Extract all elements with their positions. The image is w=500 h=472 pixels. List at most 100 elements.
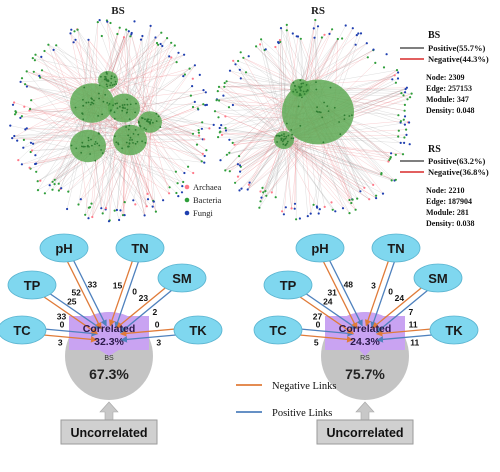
network-edge [216, 100, 284, 141]
network-node [344, 24, 347, 27]
network-node [255, 45, 258, 48]
module-node [338, 121, 340, 123]
network-node [236, 163, 239, 166]
network-edge [154, 118, 202, 162]
stats-rs-module: Module: 281 [426, 208, 469, 217]
network-node [154, 210, 157, 213]
bacteria-legend-label: Bacteria [193, 195, 222, 205]
network-node [403, 141, 406, 144]
negative-count-ph: 52 [71, 288, 81, 298]
network-node [401, 153, 405, 156]
network-node [240, 187, 243, 190]
module-node [150, 119, 153, 121]
network-node [101, 212, 104, 215]
network-node [404, 91, 407, 94]
network-node [146, 198, 150, 201]
network-edge [153, 127, 177, 172]
network-edge [229, 139, 281, 142]
correlated-percent: 32.3% [94, 336, 124, 348]
network-node [212, 123, 215, 126]
network-node [354, 208, 357, 211]
network-node [132, 199, 135, 202]
network-edge [132, 25, 151, 141]
network-node [248, 181, 251, 184]
network-node [145, 205, 148, 208]
module-node [282, 139, 285, 141]
module-node [105, 71, 108, 74]
module-node [296, 91, 298, 94]
network-edge [153, 124, 203, 140]
module-node [94, 141, 97, 143]
module-node [285, 135, 288, 138]
network-node [238, 164, 242, 167]
factor-ph-node [39, 233, 89, 263]
network-node [51, 188, 54, 191]
module-node [298, 94, 301, 97]
network-node [317, 212, 320, 215]
module-node [121, 109, 124, 112]
network-edge [106, 20, 113, 76]
module-node [315, 88, 318, 91]
positive-count-tk: 11 [410, 338, 419, 348]
network-node [232, 59, 235, 62]
module-node [146, 118, 149, 121]
module-node [82, 145, 85, 148]
network-edge [243, 57, 288, 137]
negative-count-tn: 15 [113, 281, 123, 291]
correlated-label: Correlated [83, 323, 136, 335]
network-edge [259, 44, 284, 141]
stats-bs-node: Node: 2309 [426, 73, 464, 82]
network-edge [218, 86, 288, 136]
network-node [238, 155, 241, 158]
network-node [265, 194, 268, 197]
network-node [281, 210, 284, 213]
network-node [224, 169, 227, 172]
network-node [205, 149, 208, 152]
network-node [397, 129, 400, 132]
network-node [31, 142, 35, 145]
factor-tp-node [7, 270, 57, 300]
network-edge [129, 42, 172, 143]
network-node [198, 134, 201, 137]
network-node [29, 150, 32, 154]
network-node [170, 56, 173, 59]
module-node [286, 142, 288, 145]
network-node [318, 208, 321, 211]
network-node [162, 199, 165, 202]
network-edge [285, 142, 344, 209]
network-edge [48, 44, 84, 148]
network-node [176, 182, 179, 185]
factor-tc-label: TC [13, 323, 31, 338]
network-edge [80, 22, 98, 144]
network-node [222, 94, 225, 97]
positive-count-tp: 25 [67, 296, 77, 306]
network-node [66, 207, 69, 211]
stats-bs-positive: Positive(55.7%) [428, 43, 486, 53]
module-node [287, 134, 290, 137]
network-edge [33, 116, 154, 144]
negative-count-ph: 31 [327, 288, 337, 298]
module-node [83, 86, 86, 89]
negative-count-tk: 11 [409, 320, 418, 330]
network-node [51, 180, 54, 183]
network-node [25, 85, 28, 88]
network-edge [14, 135, 134, 137]
module-node [114, 80, 117, 83]
network-node [354, 43, 357, 46]
module-node [88, 146, 90, 148]
network-node [175, 61, 178, 64]
network-node [217, 85, 221, 88]
network-bs-edges [10, 20, 214, 222]
network-node [334, 210, 337, 213]
module-node [98, 144, 101, 147]
network-node [143, 214, 146, 217]
network-edge [92, 115, 118, 218]
network-edge [118, 123, 155, 221]
network-node [16, 139, 19, 142]
network-node [151, 205, 154, 208]
module-node [322, 141, 325, 144]
network-node [193, 100, 196, 103]
network-edge [32, 57, 110, 76]
module-node [284, 144, 287, 147]
uncorrelated-percent: 75.7% [345, 366, 385, 382]
